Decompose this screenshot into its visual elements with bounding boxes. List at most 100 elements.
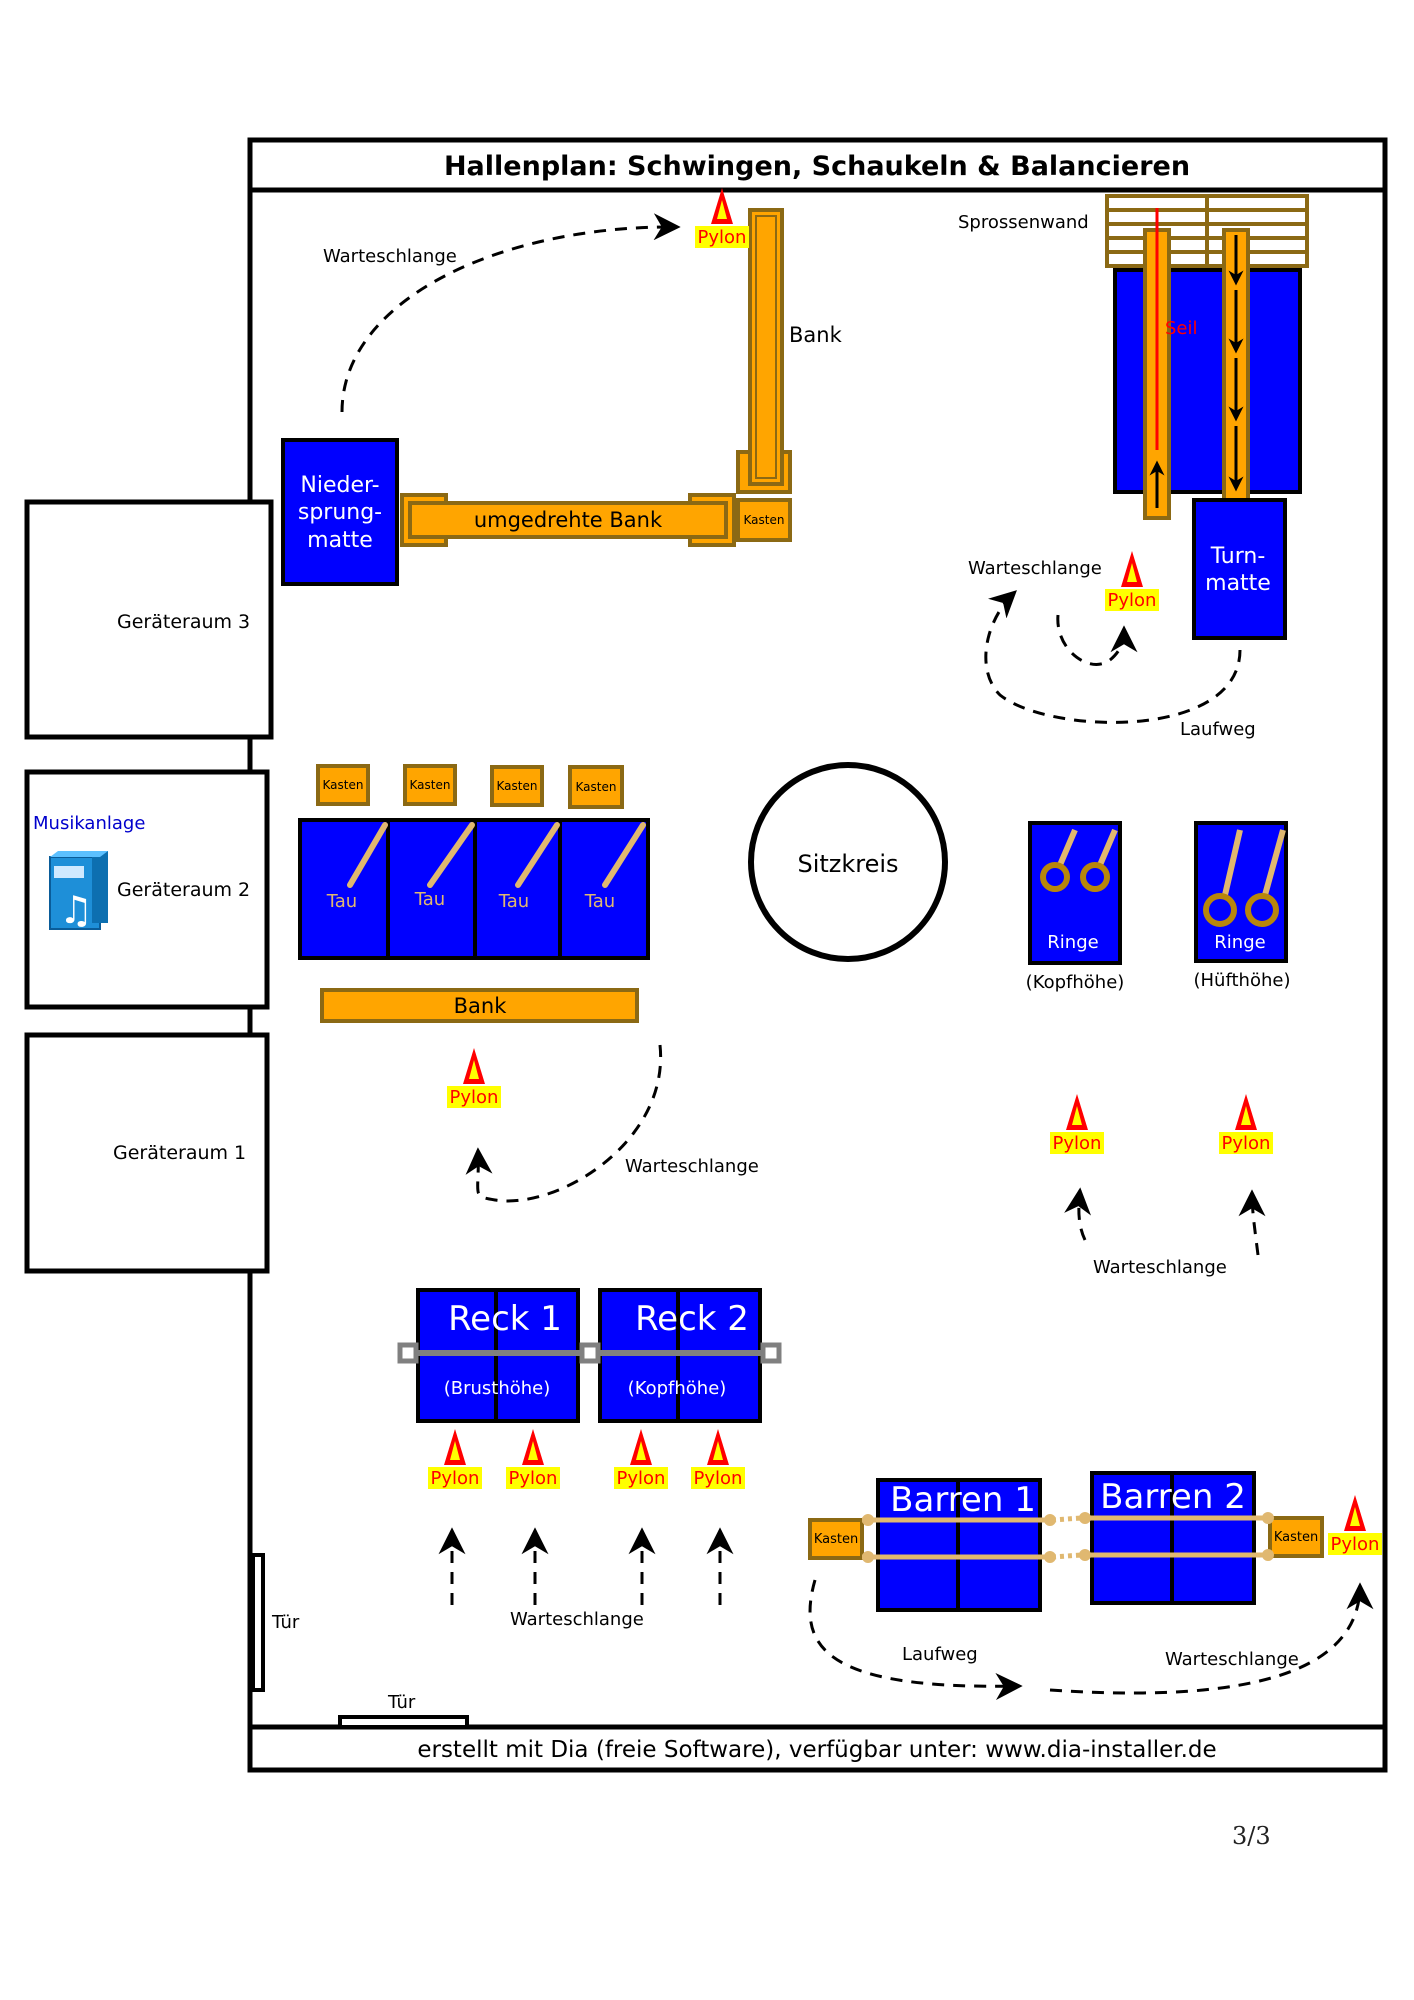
parallel-rails [862, 1512, 1274, 1563]
music-system-icon: ♫ [49, 851, 108, 932]
queue-arrows-reck [438, 1527, 734, 1605]
landing-mat-label: Nieder-sprung-matte [298, 473, 382, 553]
pylon-icon: Pylon [1328, 1495, 1382, 1555]
pylon-icon: Pylon [1105, 551, 1159, 611]
queue-arrow-rings-1 [1064, 1187, 1092, 1241]
queue-arrow-middle [465, 1044, 663, 1203]
rope-label-3: Tau [498, 891, 529, 912]
room-1-label: Geräteraum 1 [113, 1142, 246, 1164]
queue-label-bottom-right: Warteschlange [1165, 1649, 1299, 1670]
queue-arrow-rings-2 [1238, 1189, 1266, 1256]
pylon-label: Pylon [450, 1087, 499, 1108]
music-label: Musikanlage [33, 813, 145, 834]
boxes-row [316, 764, 624, 809]
rope-label-2: Tau [414, 889, 445, 910]
pylon-label: Pylon [617, 1468, 666, 1489]
box-label-2: Kasten [410, 778, 451, 792]
pylon-icon: Pylon [428, 1429, 482, 1489]
rings-label-1: Ringe [1047, 932, 1098, 953]
walkway-arrow-top [984, 590, 1242, 724]
ropes [347, 822, 646, 888]
parallel-2-label: Barren 2 [1100, 1477, 1246, 1517]
box-label-4: Kasten [576, 780, 617, 794]
rope-red-label: Seil [1165, 318, 1198, 339]
box-parallel-left [808, 1518, 864, 1560]
walkway-label-bottom: Laufweg [902, 1644, 978, 1665]
rings-height-2: (Hüfthöhe) [1194, 970, 1291, 991]
queue-label-reck: Warteschlange [510, 1609, 644, 1630]
footer-text: erstellt mit Dia (freie Software), verfü… [417, 1737, 1216, 1763]
box-top [736, 498, 792, 542]
pylon-label: Pylon [509, 1468, 558, 1489]
seating-circle-label: Sitzkreis [797, 850, 898, 878]
door-bottom-label: Tür [387, 1692, 416, 1713]
rings-label-2: Ringe [1214, 932, 1265, 953]
bench-middle-label: Bank [454, 994, 508, 1018]
pylon-label: Pylon [698, 227, 747, 248]
bench-label-top: Bank [789, 323, 843, 347]
parallel-1-label: Barren 1 [890, 1480, 1036, 1520]
reck-1-height: (Brusthöhe) [444, 1378, 551, 1399]
box-top-label: Kasten [744, 513, 785, 527]
pylon-icon: Pylon [1050, 1094, 1104, 1154]
walkway-label-top: Laufweg [1180, 719, 1256, 740]
bench-vertical [736, 208, 792, 494]
bench-middle [320, 988, 639, 1023]
bench-flipped [400, 493, 736, 547]
door-left-label: Tür [271, 1612, 300, 1633]
walkway-arrow-bottom [808, 1579, 1023, 1701]
reck-2-height: (Kopfhöhe) [628, 1378, 727, 1399]
rings-mat-2 [1194, 821, 1288, 963]
pylon-label: Pylon [1108, 590, 1157, 611]
footer-bar [247, 1724, 1388, 1773]
pylon-label: Pylon [431, 1468, 480, 1489]
svg-text:♫: ♫ [59, 888, 93, 932]
queue-arrow-bottom-right [1049, 1582, 1374, 1695]
queue-arrow-top [340, 213, 681, 413]
landing-mat [281, 438, 399, 586]
reck-bar [397, 1342, 782, 1364]
pylon-icon: Pylon [614, 1429, 668, 1489]
box-label-3: Kasten [497, 779, 538, 793]
pylon-icon: Pylon [447, 1048, 501, 1108]
seating-circle [748, 762, 948, 962]
rings-height-1: (Kopfhöhe) [1026, 972, 1125, 993]
queue-label-top: Warteschlange [323, 246, 457, 267]
queue-arrow-top-right [1056, 614, 1138, 666]
gym-mat-label: Turn-matte [1205, 544, 1271, 596]
page-number: 3/3 [1232, 1822, 1271, 1850]
pylon-label: Pylon [694, 1468, 743, 1489]
room-2-label: Geräteraum 2 [117, 879, 250, 901]
reck-2-label: Reck 2 [635, 1299, 749, 1339]
pylon-icon: Pylon [695, 188, 749, 248]
reck-1-label: Reck 1 [448, 1299, 562, 1339]
pylon-icon: Pylon [1219, 1094, 1273, 1154]
pylon-icon: Pylon [691, 1429, 745, 1489]
rope-label-4: Tau [584, 891, 615, 912]
queue-label-top-right: Warteschlange [968, 558, 1102, 579]
wall-bars [1105, 194, 1309, 268]
bench-flipped-label: umgedrehte Bank [474, 508, 663, 532]
box-parallel-left-label: Kasten [814, 1532, 858, 1547]
rings-2 [1203, 829, 1286, 927]
door-bottom [338, 1715, 469, 1729]
room-3 [24, 499, 274, 740]
room-3-label: Geräteraum 3 [117, 611, 250, 633]
gym-mat [1192, 498, 1287, 640]
rope-label-1: Tau [326, 891, 357, 912]
box-parallel-right [1268, 1516, 1324, 1558]
rings-1 [1040, 828, 1118, 892]
box-parallel-right-label: Kasten [1274, 1530, 1318, 1545]
rope-mats [298, 818, 650, 960]
pylon-label: Pylon [1053, 1133, 1102, 1154]
page-title: Hallenplan: Schwingen, Schaukeln & Balan… [444, 151, 1190, 182]
pylon-label: Pylon [1222, 1133, 1271, 1154]
door-left [251, 1553, 265, 1692]
parallel-mats [876, 1471, 1256, 1612]
pylon-icon: Pylon [506, 1429, 560, 1489]
mat-top-right [1113, 268, 1302, 494]
box-label-1: Kasten [323, 778, 364, 792]
wall-bars-label: Sprossenwand [958, 212, 1089, 233]
